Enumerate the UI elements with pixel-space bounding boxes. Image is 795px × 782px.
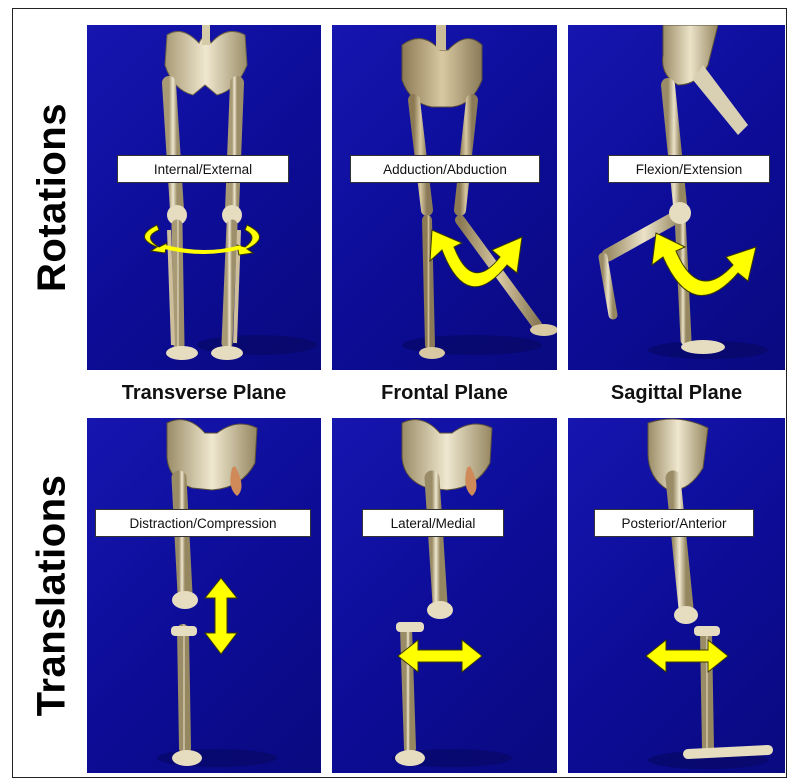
panel-rotation-frontal: Adduction/Abduction — [332, 25, 557, 370]
vertical-double-arrow-icon — [205, 578, 237, 654]
horizontal-double-arrow-icon — [646, 640, 728, 672]
skeleton-femur-tibia-sagittal-illustration — [568, 418, 785, 773]
plane-label-transverse: Transverse Plane — [87, 382, 321, 405]
row-label-translations: Translations — [22, 418, 82, 773]
skeleton-legs-front-illustration — [87, 25, 321, 370]
panel-rotation-sagittal: Flexion/Extension — [568, 25, 785, 370]
label-distraction-compression: Distraction/Compression — [95, 509, 311, 537]
plane-label-frontal: Frontal Plane — [332, 382, 557, 405]
rotation-arrow-icon — [652, 233, 756, 296]
panel-translation-frontal: Lateral/Medial — [332, 418, 557, 773]
row-label-rotations: Rotations — [22, 25, 82, 370]
rotation-arrow-icon — [145, 225, 260, 255]
panel-rotation-transverse: Internal/External — [87, 25, 321, 370]
panel-translation-sagittal: Posterior/Anterior — [568, 418, 785, 773]
label-lateral-medial: Lateral/Medial — [362, 509, 504, 537]
plane-label-sagittal: Sagittal Plane — [568, 382, 785, 405]
panel-translation-transverse: Distraction/Compression — [87, 418, 321, 773]
skeleton-leg-flexion-illustration — [568, 25, 785, 370]
label-flexion-extension: Flexion/Extension — [608, 155, 770, 183]
label-internal-external: Internal/External — [117, 155, 289, 183]
label-posterior-anterior: Posterior/Anterior — [594, 509, 754, 537]
skeleton-femur-tibia-frontal-illustration — [332, 418, 557, 773]
skeleton-leg-abduction-illustration — [332, 25, 557, 370]
skeleton-femur-tibia-illustration — [87, 418, 321, 773]
label-adduction-abduction: Adduction/Abduction — [350, 155, 540, 183]
